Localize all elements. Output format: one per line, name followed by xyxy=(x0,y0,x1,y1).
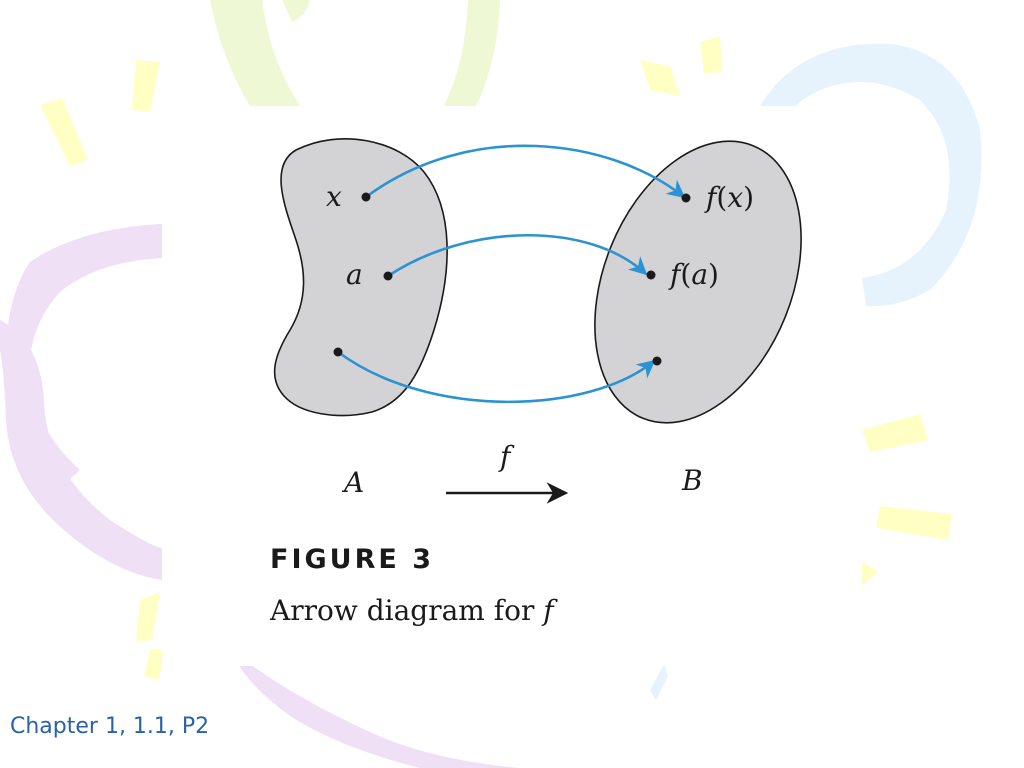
decor-yellow-streak xyxy=(876,506,952,540)
decor-green-arc xyxy=(282,0,310,22)
figure-caption: Arrow diagram for f xyxy=(270,594,554,627)
decor-yellow-streak xyxy=(862,414,928,452)
domain-point-label-x: x xyxy=(326,180,342,213)
function-label: f xyxy=(498,440,515,473)
mapping-arrow-a xyxy=(387,233,648,278)
set-a-region xyxy=(273,138,448,417)
image-point-3 xyxy=(652,356,662,366)
decor-blue-streak xyxy=(650,664,668,700)
figure-caption-function: f xyxy=(543,594,554,627)
set-b-label: B xyxy=(681,464,703,497)
set-a-label: A xyxy=(341,466,364,499)
set-b-region xyxy=(594,140,802,424)
domain-point-x xyxy=(361,192,371,202)
image-point-label-fa: f(a) xyxy=(668,258,719,291)
decor-yellow-streak xyxy=(640,60,680,96)
decor-yellow-streak xyxy=(136,592,160,642)
image-point-fa xyxy=(646,270,656,280)
figure-caption-text: Arrow diagram for xyxy=(270,594,544,627)
mapping-arrow-3 xyxy=(337,350,656,404)
domain-point-label-a: a xyxy=(346,258,363,291)
mapping-arrow-x xyxy=(365,144,686,199)
decor-yellow-streak xyxy=(132,60,160,112)
figure-label: FIGURE 3 xyxy=(270,544,434,575)
image-point-fx xyxy=(681,193,691,203)
decor-yellow-streak xyxy=(40,98,88,166)
footer-chapter-reference: Chapter 1, 1.1, P2 xyxy=(10,714,210,739)
decor-yellow-streak xyxy=(700,36,722,74)
decor-purple-swirl xyxy=(5,224,162,488)
domain-point-3 xyxy=(333,347,343,357)
image-point-label-fx: f(x) xyxy=(704,181,754,214)
domain-point-a xyxy=(383,271,393,281)
decor-green-arc xyxy=(444,0,500,106)
decor-green-arc xyxy=(210,0,300,106)
decor-purple-swirl xyxy=(0,320,162,580)
decor-yellow-streak xyxy=(860,560,878,586)
decor-purple-swirl xyxy=(238,664,520,768)
